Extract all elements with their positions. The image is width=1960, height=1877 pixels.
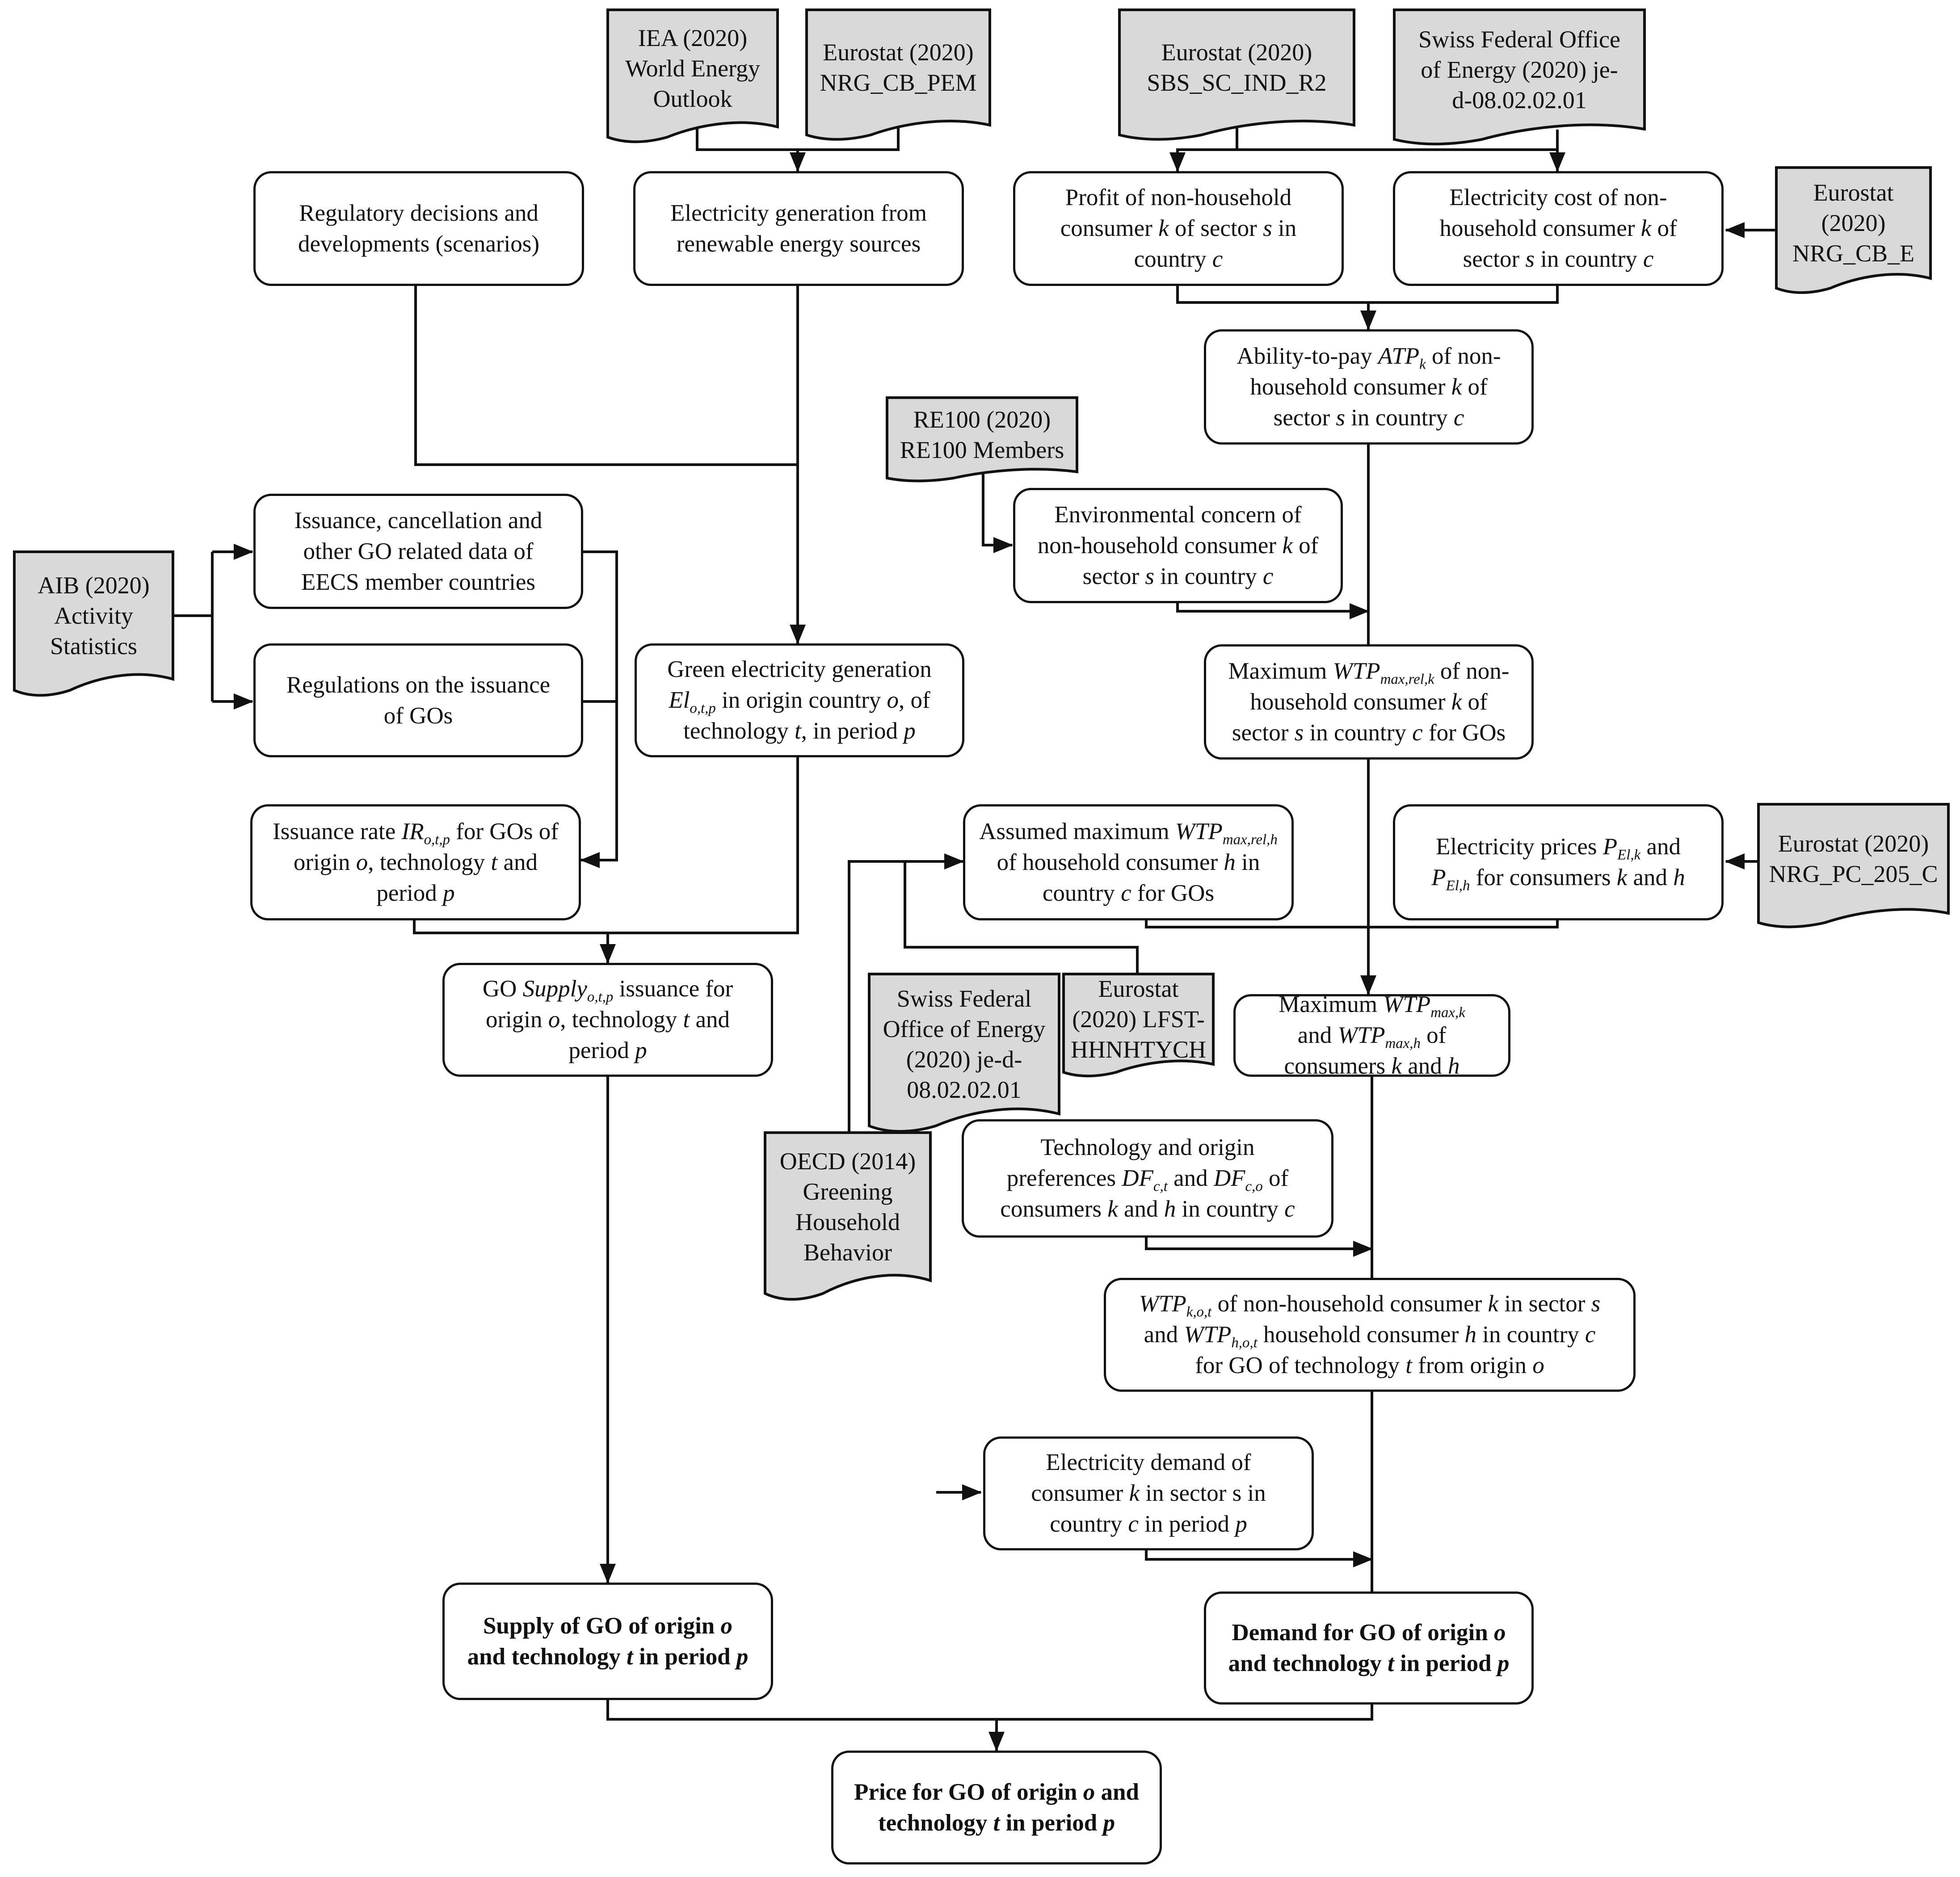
label-text: Eurostat(2020) LFST-HHNHTYCH — [1071, 975, 1206, 1063]
wtp-koh-box: WTPk,o,t of non-household consumer k in … — [1104, 1278, 1636, 1392]
edge-rate-green-to-supply — [413, 756, 799, 963]
electricity-cost-box: Electricity cost of non-household consum… — [1393, 171, 1724, 286]
edge-eurostat-pem-to-elec-gen — [790, 125, 900, 172]
document-shape — [13, 550, 174, 697]
label-text: Eurostat (2020)NRG_PC_205_C — [1769, 830, 1938, 887]
document-shape — [1062, 973, 1215, 1078]
edge-supply-demand-to-price — [606, 1700, 1373, 1751]
edge-regulatory-to-green — [414, 286, 798, 466]
document-shape — [1775, 166, 1932, 294]
document-shape — [1393, 8, 1646, 146]
edge-profit-cost-to-atp — [1176, 286, 1559, 329]
document-shape — [868, 973, 1060, 1133]
document-shape — [764, 1131, 932, 1301]
label-text: Electricity cost of non-household consum… — [1439, 185, 1677, 272]
document-shape — [886, 396, 1078, 483]
document-shape — [1118, 8, 1355, 141]
edge-eurostat-sbs-to-profit — [1169, 125, 1238, 172]
label-text: Ability-to-pay ATPk of non-household con… — [1237, 343, 1501, 431]
label-text: Eurostat(2020)NRG_CB_E — [1792, 179, 1915, 267]
label-text: Eurostat (2020)SBS_SC_IND_R2 — [1147, 39, 1327, 96]
edge-swiss-mid-eurostat-to-assumed — [904, 861, 1139, 974]
source-eurostat-nrg-pc: Eurostat (2020)NRG_PC_205_C — [1757, 803, 1950, 928]
label-text: Eurostat (2020)NRG_CB_PEM — [820, 39, 977, 96]
edge-atp-env-to-maxwtp — [1176, 445, 1368, 644]
document-shape — [805, 8, 991, 141]
edge-re100-to-env — [982, 471, 1013, 553]
edge-oecd-to-assumed — [848, 853, 964, 1142]
document-shape — [1757, 803, 1950, 928]
edge-issuance-data-to-rate — [580, 550, 618, 868]
ability-to-pay-box: Ability-to-pay ATPk of non-household con… — [1204, 329, 1534, 445]
edge-assumed-prices-to-maxwtp — [1145, 920, 1559, 928]
label-text: RE100 (2020)RE100 Members — [900, 406, 1064, 463]
label-text: WTPk,o,t of non-household consumer k in … — [1139, 1291, 1601, 1378]
maximum-wtp-rel-k-box: Maximum WTPmax,rel,k of non-household co… — [1204, 644, 1534, 760]
edge-aib-split — [172, 552, 214, 701]
label-text: Maximum WTPmax,rel,k of non-household co… — [1228, 658, 1510, 746]
document-shape — [606, 8, 779, 143]
edge-iea-to-merge — [696, 127, 798, 151]
edge-maxwtp-tech-to-wtp — [1145, 1077, 1372, 1278]
